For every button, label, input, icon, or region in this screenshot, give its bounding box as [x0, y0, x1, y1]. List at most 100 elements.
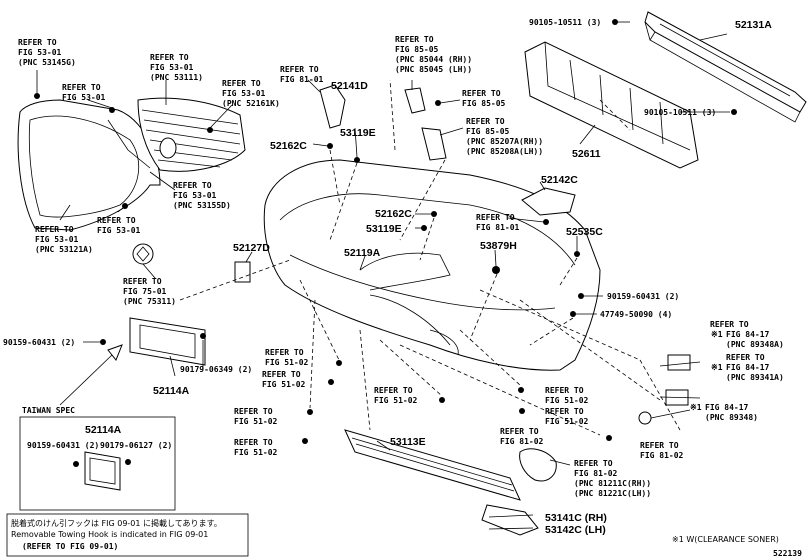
headlamp-cleaner-bracket	[404, 87, 426, 114]
svg-text:FIG 53-01: FIG 53-01	[18, 48, 62, 57]
ref-85207A: REFER TO FIG 85-05 (PNC 85207A(RH)) (PNC…	[466, 117, 543, 156]
svg-text:FIG 75-01: FIG 75-01	[123, 287, 167, 296]
footnote: ※1 W(CLEARANCE SONER)	[672, 535, 779, 544]
ref-89348: FIG 84-17 (PNC 89348) ※1	[690, 403, 758, 422]
svg-text:REFER TO: REFER TO	[35, 225, 74, 234]
svg-text:FIG 51-02: FIG 51-02	[262, 380, 306, 389]
svg-text:FIG 81-01: FIG 81-01	[280, 75, 324, 84]
svg-text:REFER TO: REFER TO	[123, 277, 162, 286]
svg-text:FIG 81-02: FIG 81-02	[640, 451, 684, 460]
pn-52114A: 52114A	[153, 385, 190, 397]
svg-text:(PNC 85208A(LH)): (PNC 85208A(LH))	[466, 147, 543, 156]
fastener-90179-taiwan: 90179-06127 (2)	[100, 441, 172, 450]
pn-52535C: 52535C	[566, 226, 603, 238]
fastener-90179-a: 90179-06349 (2)	[180, 365, 252, 374]
note-en: Removable Towing Hook is indicated in FI…	[11, 530, 208, 539]
license-plate-bracket-illustration	[129, 317, 206, 366]
svg-text:FIG 51-02: FIG 51-02	[545, 417, 589, 426]
fastener-clips	[34, 19, 737, 467]
sensor-mark-3: ※1	[690, 403, 702, 412]
fastener-90159-taiwan: 90159-60431 (2)	[27, 441, 99, 450]
ref-81-01-b: REFER TO FIG 81-01	[476, 213, 520, 232]
svg-text:FIG 53-01: FIG 53-01	[173, 191, 217, 200]
pn-52162C-top: 52162C	[270, 140, 307, 152]
svg-text:FIG 51-02: FIG 51-02	[374, 396, 418, 405]
ref-53145G: REFER TO FIG 53-01 (PNC 53145G)	[18, 38, 76, 67]
svg-text:FIG 53-01: FIG 53-01	[150, 63, 194, 72]
bumper-cap-illustration	[234, 261, 251, 283]
ref-75311: REFER TO FIG 75-01 (PNC 75311)	[123, 277, 176, 306]
bumper-reinforcement-illustration	[644, 11, 807, 123]
ref-51-02-f: REFER TO FIG 51-02	[545, 386, 589, 405]
svg-text:REFER TO: REFER TO	[466, 117, 505, 126]
svg-text:(PNC 85207A(RH)): (PNC 85207A(RH))	[466, 137, 543, 146]
sensor-mark-1: ※1	[711, 330, 723, 339]
pn-52142C: 52142C	[541, 174, 578, 186]
sensor-retainer-a	[667, 354, 691, 371]
svg-text:REFER TO: REFER TO	[395, 35, 434, 44]
svg-text:(PNC 85044 (RH)): (PNC 85044 (RH))	[395, 55, 472, 64]
pn-52141D: 52141D	[331, 80, 368, 92]
side-support-right-illustration	[521, 187, 576, 216]
svg-text:REFER TO: REFER TO	[234, 407, 273, 416]
svg-text:REFER TO: REFER TO	[574, 459, 613, 468]
ref-81-02-b: REFER TO FIG 81-02	[640, 441, 684, 460]
svg-text:(PNC 75311): (PNC 75311)	[123, 297, 176, 306]
svg-text:FIG 51-02: FIG 51-02	[234, 448, 278, 457]
ref-53-01-a: REFER TO FIG 53-01	[62, 83, 106, 102]
ref-51-02-d: REFER TO FIG 51-02	[234, 438, 278, 457]
svg-text:REFER TO: REFER TO	[710, 320, 749, 329]
pn-53119E-top: 53119E	[340, 127, 376, 139]
svg-text:(PNC 53111): (PNC 53111)	[150, 73, 203, 82]
svg-text:REFER TO: REFER TO	[462, 89, 501, 98]
dashed-lines	[179, 79, 681, 436]
radiator-grille-illustration	[137, 97, 246, 172]
ref-53155D: REFER TO FIG 53-01 (PNC 53155D)	[173, 181, 231, 210]
svg-text:FIG 85-05: FIG 85-05	[466, 127, 510, 136]
svg-text:FIG 85-05: FIG 85-05	[395, 45, 439, 54]
ref-53-01-b: REFER TO FIG 53-01	[97, 216, 141, 235]
svg-text:REFER TO: REFER TO	[173, 181, 212, 190]
svg-text:REFER TO: REFER TO	[18, 38, 57, 47]
pn-53113E: 53113E	[390, 436, 426, 448]
svg-text:REFER TO: REFER TO	[640, 441, 679, 450]
ref-53111: REFER TO FIG 53-01 (PNC 53111)	[150, 53, 203, 82]
svg-text:FIG 81-02: FIG 81-02	[500, 437, 544, 446]
svg-text:FIG 81-02: FIG 81-02	[574, 469, 618, 478]
svg-text:(PNC 81211C(RH)): (PNC 81211C(RH))	[574, 479, 651, 488]
pn-52131A: 52131A	[735, 19, 772, 31]
pn-52127D: 52127D	[233, 242, 270, 254]
grille-frame-illustration	[17, 99, 161, 231]
svg-text:REFER TO: REFER TO	[150, 53, 189, 62]
svg-text:REFER TO: REFER TO	[545, 407, 584, 416]
note-box	[6, 513, 249, 557]
energy-absorber-illustration	[524, 41, 699, 169]
pn-53142C: 53142C (LH)	[545, 524, 606, 536]
pn-53141C: 53141C (RH)	[545, 512, 607, 524]
grille-molding	[107, 119, 151, 169]
fastener-90105-top: 90105-10511 (3)	[529, 18, 601, 27]
pn-52611: 52611	[572, 148, 601, 160]
fastener-90105-right: 90105-10511 (3)	[644, 108, 716, 117]
pn-53119E-mid: 53119E	[366, 223, 402, 235]
svg-text:FIG 53-01: FIG 53-01	[62, 93, 106, 102]
svg-text:(PNC 53121A): (PNC 53121A)	[35, 245, 93, 254]
ref-51-02-g: REFER TO FIG 51-02	[545, 407, 589, 426]
svg-text:(PNC 53155D): (PNC 53155D)	[173, 201, 231, 210]
ref-51-02-c: REFER TO FIG 51-02	[234, 407, 278, 426]
taiwan-spec-label: TAIWAN SPEC	[22, 406, 75, 415]
fastener-47749: 47749-50090 (4)	[600, 310, 672, 319]
svg-text:(PNC 85045 (LH)): (PNC 85045 (LH))	[395, 65, 472, 74]
front-arrow	[59, 354, 113, 406]
svg-text:REFER TO: REFER TO	[500, 427, 539, 436]
pn-52119A: 52119A	[344, 247, 381, 259]
svg-text:REFER TO: REFER TO	[97, 216, 136, 225]
svg-text:REFER TO: REFER TO	[222, 79, 261, 88]
fastener-90159-left: 90159-60431 (2)	[3, 338, 75, 347]
svg-text:REFER TO: REFER TO	[234, 438, 273, 447]
svg-text:REFER TO: REFER TO	[374, 386, 413, 395]
svg-text:(PNC 89348): (PNC 89348)	[705, 413, 758, 422]
ref-81211C: REFER TO FIG 81-02 (PNC 81211C(RH)) (PNC…	[574, 459, 651, 498]
pn-52162C-mid: 52162C	[375, 208, 412, 220]
